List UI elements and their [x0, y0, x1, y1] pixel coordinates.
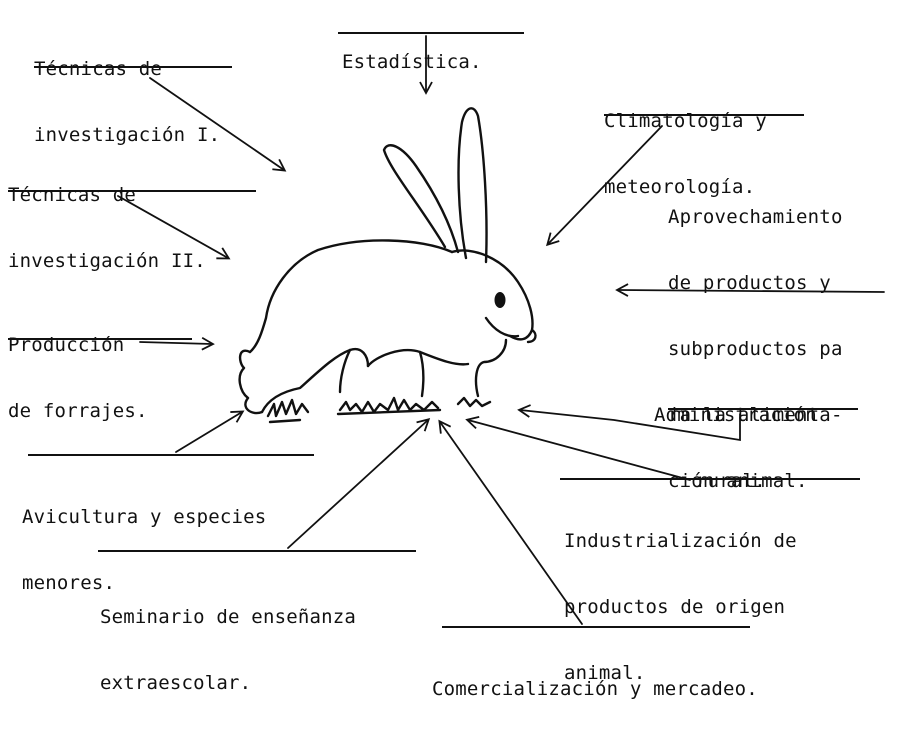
underline-administracion: [668, 408, 858, 410]
underline-comercializacion: [442, 626, 750, 628]
arrow-tecnicas-1: [149, 77, 287, 172]
arrow-seminario: [287, 418, 431, 549]
rabbit-subject-diagram: Técnicas de investigación I. Estadística…: [8, 32, 885, 700]
arrow-tecnicas-2: [117, 195, 231, 260]
underline-tecnicas-2: [8, 190, 256, 192]
arrow-avicultura: [175, 410, 245, 453]
underline-tecnicas-1: [34, 66, 232, 68]
underline-estadistica: [338, 32, 524, 34]
underline-avicultura: [28, 454, 314, 456]
label-estadistica: Estadística.: [342, 51, 482, 73]
rabbit-drawing: [238, 107, 537, 424]
arrow-aprovechamiento: [615, 283, 885, 297]
underline-industrializacion: [560, 478, 860, 480]
underline-seminario: [98, 550, 416, 552]
connector-arrows: [117, 35, 885, 625]
arrow-climatologia: [545, 125, 663, 247]
arrow-industrializacion: [465, 415, 691, 481]
underline-forrajes: [8, 338, 192, 340]
label-aprovechamiento: Aprovechamiento de productos y subproduc…: [668, 206, 843, 492]
underline-climatologia: [604, 114, 804, 116]
arrow-forrajes: [139, 336, 215, 351]
label-tecnicas-investigacion-1: Técnicas de investigación I.: [34, 58, 221, 146]
diagram-drawing: [117, 35, 885, 625]
label-avicultura: Avicultura y especies menores.: [22, 506, 267, 594]
arrow-comercializacion: [438, 419, 583, 625]
label-tecnicas-investigacion-2: Técnicas de investigación II.: [8, 184, 206, 272]
arrow-administracion: [517, 404, 741, 442]
